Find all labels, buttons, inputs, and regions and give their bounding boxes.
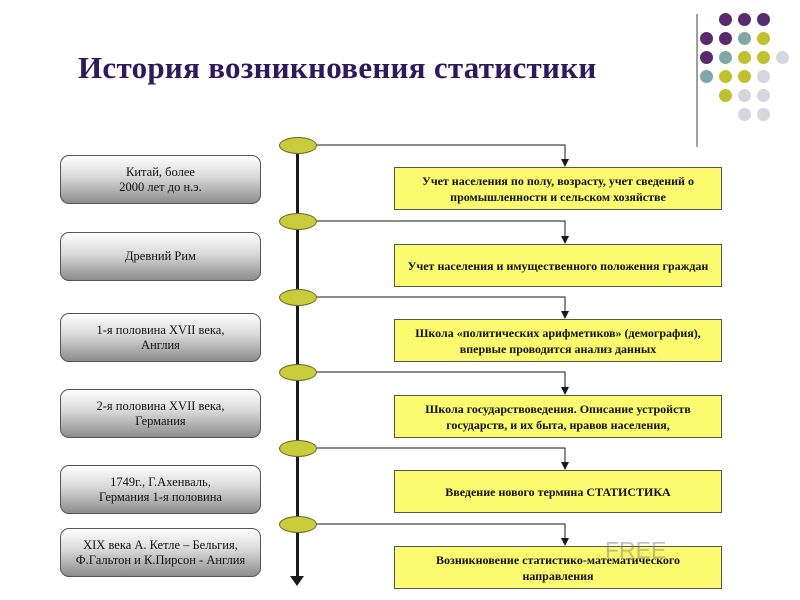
timeline-arrow bbox=[290, 576, 304, 586]
event-box: Школа государствоведения. Описание устро… bbox=[394, 395, 722, 438]
decorative-dot bbox=[719, 13, 732, 26]
connector-arrowhead bbox=[561, 387, 569, 395]
decorative-dot bbox=[757, 108, 770, 121]
timeline-node bbox=[279, 516, 317, 533]
timeline-node bbox=[279, 289, 317, 306]
event-box: Введение нового термина СТАТИСТИКА bbox=[394, 470, 722, 513]
connector-arrowhead bbox=[561, 462, 569, 470]
page-title: История возникновения статистики bbox=[78, 50, 597, 85]
decorative-dot bbox=[738, 108, 751, 121]
decorative-dot bbox=[776, 51, 789, 64]
timeline-node bbox=[279, 213, 317, 230]
period-box: XIX века А. Кетле – Бельгия, Ф.Гальтон и… bbox=[60, 528, 261, 577]
decorative-dot bbox=[700, 51, 713, 64]
connector-line bbox=[317, 296, 566, 312]
timeline-axis bbox=[296, 146, 299, 578]
connector-arrowhead bbox=[561, 159, 569, 167]
period-box: 1749г., Г.Ахенваль, Германия 1-я половин… bbox=[60, 465, 261, 514]
decorative-dot bbox=[757, 70, 770, 83]
decorative-dot bbox=[719, 70, 732, 83]
event-box: Возникновение статистико-математического… bbox=[394, 546, 722, 589]
period-box: Китай, более 2000 лет до н.э. bbox=[60, 155, 261, 204]
period-box: Древний Рим bbox=[60, 232, 261, 281]
decorative-dot bbox=[757, 32, 770, 45]
event-box: Школа «политических арифметиков» (демогр… bbox=[394, 319, 722, 362]
decorative-dot bbox=[719, 89, 732, 102]
connector-arrowhead bbox=[561, 236, 569, 244]
decorative-dot bbox=[757, 51, 770, 64]
connector-arrowhead bbox=[561, 311, 569, 319]
event-box: Учет населения и имущественного положени… bbox=[394, 244, 722, 287]
period-box: 2-я половина XVII века, Германия bbox=[60, 389, 261, 438]
decorative-dot bbox=[757, 13, 770, 26]
decorative-dot bbox=[738, 51, 751, 64]
connector-arrowhead bbox=[561, 538, 569, 546]
connector-line bbox=[317, 447, 566, 463]
decorative-dot bbox=[757, 89, 770, 102]
connector-line bbox=[317, 523, 566, 539]
decorative-dot bbox=[738, 13, 751, 26]
watermark-logo: FREE bbox=[605, 537, 667, 563]
connector-line bbox=[317, 371, 566, 388]
connector-line bbox=[317, 220, 566, 237]
decorative-dot bbox=[738, 70, 751, 83]
connector-line bbox=[317, 144, 566, 160]
timeline-node bbox=[279, 137, 317, 154]
timeline-node bbox=[279, 364, 317, 381]
decorative-dot bbox=[700, 70, 713, 83]
decorative-dot bbox=[719, 32, 732, 45]
event-box: Учет населения по полу, возрасту, учет с… bbox=[394, 167, 722, 210]
decorative-dot bbox=[738, 89, 751, 102]
decorative-divider bbox=[696, 14, 698, 147]
timeline-node bbox=[279, 440, 317, 457]
decorative-dot bbox=[700, 32, 713, 45]
decorative-dot bbox=[738, 32, 751, 45]
period-box: 1-я половина XVII века, Англия bbox=[60, 313, 261, 362]
decorative-dot bbox=[719, 51, 732, 64]
